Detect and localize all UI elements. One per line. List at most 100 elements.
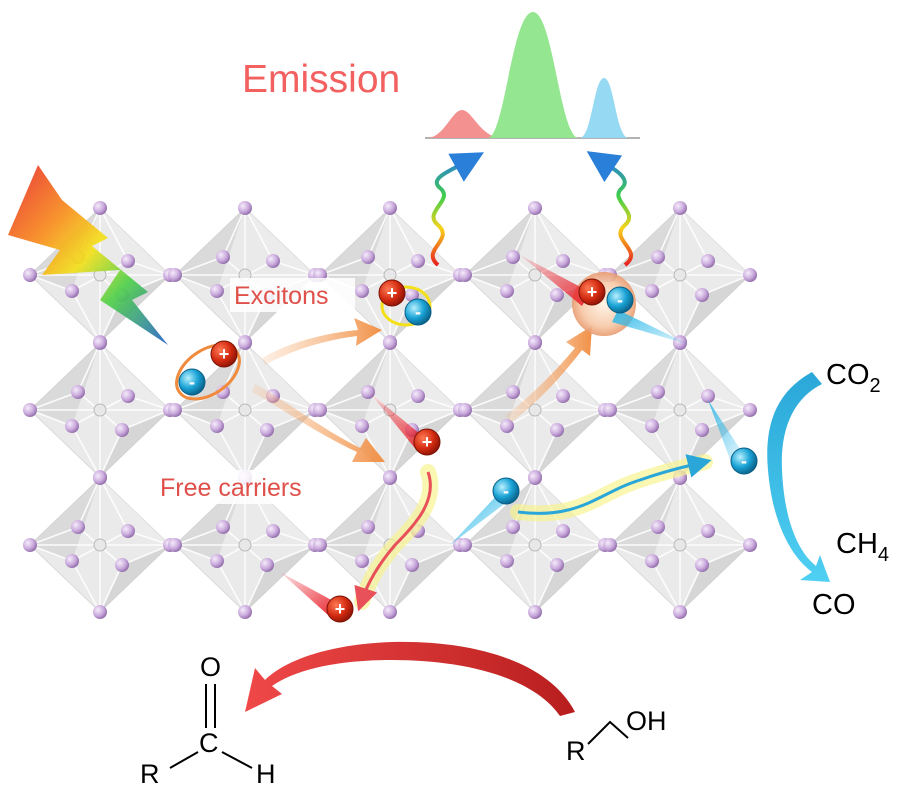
halide-atom [355,554,369,568]
halide-atom [65,554,79,568]
exciton-diffusion-arrows [252,318,592,462]
free-carriers-label: Free carriers [160,474,302,502]
halide-atom [313,538,327,552]
emission-wave-right [586,151,634,267]
octahedron [609,207,751,343]
halide-atom [361,520,375,534]
halide-atom [238,336,252,350]
halide-atom [743,268,757,282]
halide-atom [405,288,419,302]
halide-atom [701,254,715,268]
halide-atom [673,201,687,215]
halide-atom [23,538,37,552]
svg-text:-: - [415,302,421,322]
halide-atom [361,250,375,264]
halide-atom [355,419,369,433]
halide-atom [556,389,570,403]
co2-reduction: CO2 CH4 CO [767,359,889,621]
svg-text:+: + [387,283,398,303]
halide-atom [528,605,542,619]
halide-atom [266,524,280,538]
halide-atom [361,385,375,399]
halide-atom [673,605,687,619]
halide-atom [210,284,224,298]
halide-atom [695,423,709,437]
halide-atom [115,558,129,572]
octahedron [174,207,316,343]
halide-atom [216,520,230,534]
hole-charge: + [578,278,606,306]
halide-atom [506,250,520,264]
halide-atom [266,254,280,268]
emission-label: Emission [242,58,400,101]
halide-atom [645,419,659,433]
halide-atom [238,605,252,619]
octahedron [609,342,751,478]
emission-peak-green [488,12,578,138]
halide-atom [528,336,542,350]
halide-atom [71,385,85,399]
svg-text:+: + [587,282,598,302]
halide-atom [168,268,182,282]
octahedron [29,342,171,478]
electron-charge: - [404,298,432,326]
halide-atom [93,605,107,619]
halide-atom [313,403,327,417]
halide-atom [93,201,107,215]
halide-atom [65,284,79,298]
free-carriers-label-bg [156,470,334,504]
halide-atom [210,419,224,433]
aldehyde-c-label: C [199,728,219,758]
aldehyde-r-label: R [140,759,160,789]
hole-charge: + [326,595,354,623]
svg-text:-: - [617,290,623,310]
halide-atom [93,471,107,485]
co2-label: CO2 [826,359,881,397]
excitons-label: Excitons [234,282,328,310]
halide-atom [550,423,564,437]
co2-reduction-arrow [767,372,830,582]
halide-atom [121,524,135,538]
halide-atom [168,538,182,552]
halide-atom [550,558,564,572]
svg-text:+: + [335,599,346,619]
halide-atom [603,538,617,552]
halide-atom [743,403,757,417]
hole-charge: + [378,279,406,307]
co-label: CO [812,589,856,621]
halide-atom [695,288,709,302]
halide-atom [216,250,230,264]
hole-migration-arrow [354,471,432,612]
halide-atom [743,538,757,552]
halide-atom [121,389,135,403]
halide-atom [168,403,182,417]
halide-atom [458,403,472,417]
halide-atom [210,554,224,568]
octahedron [29,477,171,613]
halide-atom [71,520,85,534]
electron-migration-arrow [517,454,712,515]
halide-atom [458,268,472,282]
halide-atom [65,419,79,433]
charge-carriers: +++++----- [178,278,758,623]
halide-atom [603,403,617,417]
halide-atom [695,558,709,572]
perovskite-lattice [23,201,757,619]
halide-atom [458,538,472,552]
halide-atom [500,419,514,433]
halide-atom [645,284,659,298]
halide-atom [500,554,514,568]
electron-charge: - [606,286,634,314]
halide-atom [383,336,397,350]
light-bolt-icon [8,165,168,345]
alcohol-oh-label: OH [626,706,667,736]
oxidation-arrow [245,641,575,716]
halide-atom [405,558,419,572]
halide-atom [528,471,542,485]
emission-spectrum [425,12,640,139]
halide-atom [383,471,397,485]
svg-text:-: - [503,481,509,501]
halide-atom [500,284,514,298]
halide-atom [550,288,564,302]
halide-atom [121,254,135,268]
